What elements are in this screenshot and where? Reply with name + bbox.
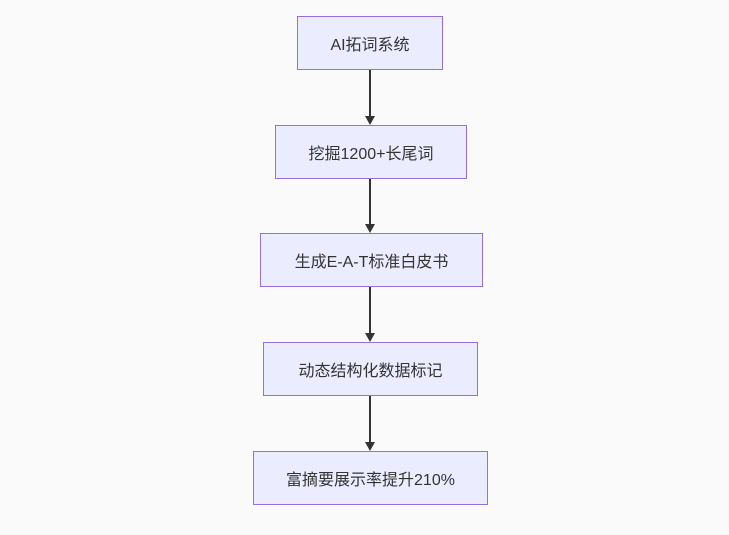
flowchart-node-structured-data-markup: 动态结构化数据标记 xyxy=(263,342,478,396)
flowchart-edge-d-e xyxy=(364,396,377,451)
flowchart-edge-a-b xyxy=(364,70,377,125)
node-label: 挖掘1200+长尾词 xyxy=(308,146,434,163)
arrow-down-icon xyxy=(365,116,375,125)
flowchart-node-longtail-mining: 挖掘1200+长尾词 xyxy=(275,125,467,179)
arrow-down-icon xyxy=(365,442,375,451)
arrow-down-icon xyxy=(365,224,375,233)
flowchart-node-ai-keyword-system: AI拓词系统 xyxy=(297,16,443,70)
edge-line xyxy=(369,70,371,118)
node-label: 生成E-A-T标准白皮书 xyxy=(294,254,449,271)
flowchart-edge-b-c xyxy=(364,179,377,233)
edge-line xyxy=(369,179,371,226)
arrow-down-icon xyxy=(365,333,375,342)
flowchart-edge-c-d xyxy=(364,287,377,342)
flowchart-node-eat-whitepaper: 生成E-A-T标准白皮书 xyxy=(260,233,483,287)
node-label: 富摘要展示率提升210% xyxy=(286,472,455,489)
node-label: AI拓词系统 xyxy=(330,37,410,54)
edge-line xyxy=(369,396,371,444)
node-label: 动态结构化数据标记 xyxy=(298,363,443,380)
edge-line xyxy=(369,287,371,335)
flowchart-node-rich-snippet-result: 富摘要展示率提升210% xyxy=(253,451,488,505)
